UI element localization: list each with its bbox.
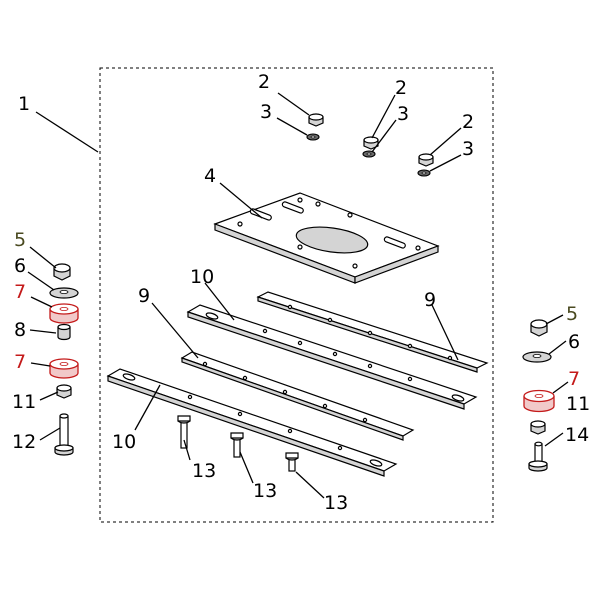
- callout-7-left-bottom: 7: [14, 351, 26, 373]
- callout-3-c: 3: [462, 138, 474, 160]
- nut-5-left: [53, 263, 71, 281]
- spacer-8: [57, 323, 71, 341]
- assembly-boundary: [99, 67, 494, 523]
- strip-10-front: [106, 368, 398, 477]
- callout-12: 12: [12, 431, 36, 453]
- washer-3-c: [417, 169, 431, 177]
- callout-4: 4: [204, 165, 216, 187]
- callout-3-a: 3: [260, 101, 272, 123]
- callout-5-right: 5: [566, 303, 578, 325]
- strip-10-rear: [186, 304, 478, 410]
- callout-7-left-top: 7: [14, 281, 26, 303]
- callout-9-left: 9: [138, 285, 150, 307]
- bushing-7-left-bottom: [49, 358, 79, 379]
- callout-10-bottom: 10: [112, 431, 136, 453]
- nut-5-right: [530, 319, 548, 337]
- callout-14: 14: [565, 424, 589, 446]
- bolt-13-b: [230, 432, 244, 458]
- callout-1: 1: [18, 93, 30, 115]
- callout-2-a: 2: [258, 71, 270, 93]
- callout-10-top: 10: [190, 266, 214, 288]
- washer-6-left: [49, 287, 79, 299]
- callout-3-b: 3: [397, 103, 409, 125]
- callout-11-right: 11: [566, 393, 590, 415]
- bolt-13-a: [177, 415, 191, 449]
- leader-lines: [27, 92, 569, 499]
- callout-6-left: 6: [14, 255, 26, 277]
- callout-13-a: 13: [192, 460, 216, 482]
- callout-2-c: 2: [462, 111, 474, 133]
- callout-2-b: 2: [395, 77, 407, 99]
- strip-9-rear: [256, 291, 489, 373]
- nut-2-a: [308, 113, 324, 127]
- nut-2-b: [363, 136, 379, 150]
- callout-9-right: 9: [424, 289, 436, 311]
- callout-8: 8: [14, 319, 26, 341]
- callout-7-right: 7: [568, 368, 580, 390]
- nut-11-left: [56, 384, 72, 399]
- mounting-plate: [213, 192, 440, 284]
- bolt-12: [54, 413, 74, 456]
- callout-5-left: 5: [14, 229, 26, 251]
- callout-13-b: 13: [253, 480, 277, 502]
- callout-6-right: 6: [568, 331, 580, 353]
- nut-11-right: [530, 420, 546, 435]
- bushing-7-left-top: [49, 303, 79, 324]
- bolt-13-c: [285, 452, 299, 472]
- bolt-14: [528, 441, 548, 472]
- washer-6-right: [522, 351, 552, 363]
- strip-9-front: [180, 351, 415, 441]
- bushing-7-right: [523, 389, 555, 413]
- callout-13-c: 13: [324, 492, 348, 514]
- callout-11-left: 11: [12, 391, 36, 413]
- nut-2-c: [418, 153, 434, 167]
- washer-3-b: [362, 150, 376, 158]
- washer-3-a: [306, 133, 320, 141]
